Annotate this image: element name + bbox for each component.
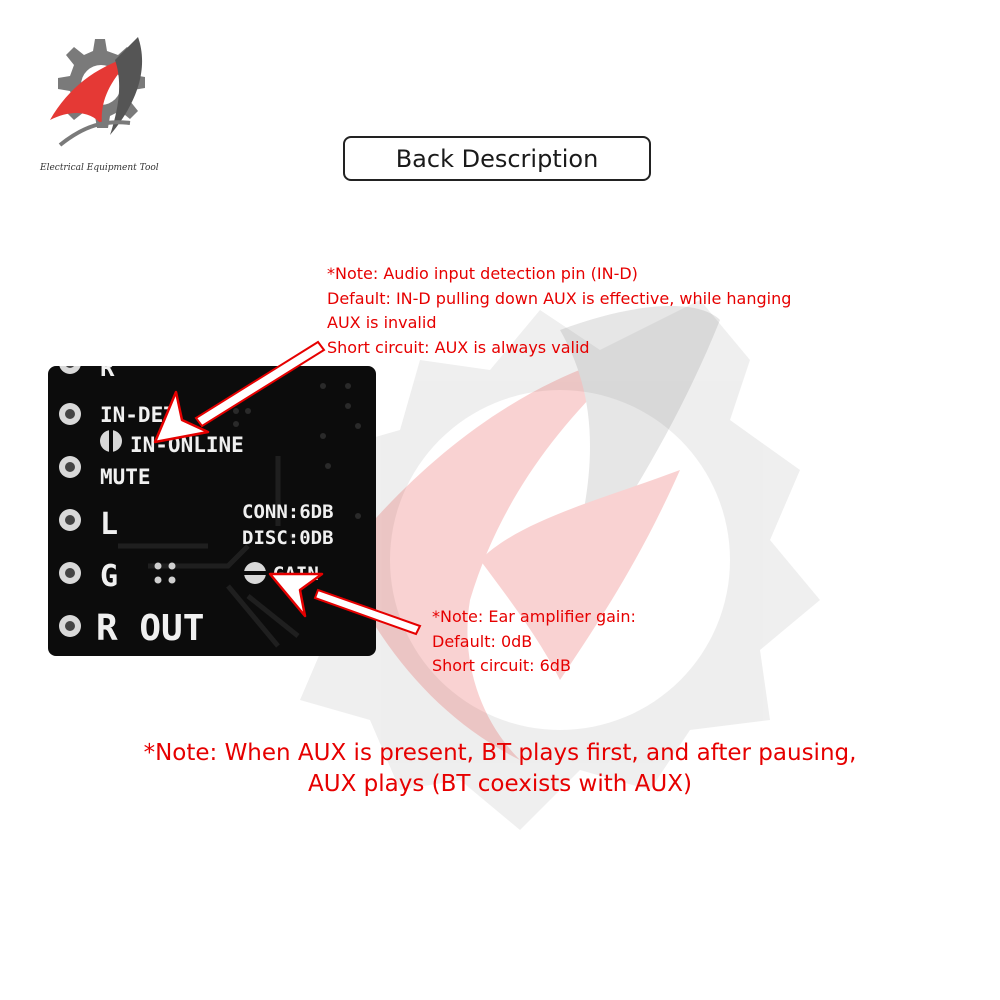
conn-gain-label: CONN:6DB [242,501,334,523]
pin-label-g: G [100,559,118,594]
note-line: *Note: Audio input detection pin (IN-D) [327,264,638,283]
note-aux-bt: *Note: When AUX is present, BT plays fir… [100,738,900,800]
pin-label-in-online: IN-ONLINE [130,433,244,457]
disc-gain-label: DISC:0DB [242,527,334,549]
note-line: *Note: Ear amplifier gain: [432,607,636,626]
pin-label-r-out: R OUT [96,608,204,649]
pin-pad [59,403,81,425]
pin-pad [59,366,81,374]
pcb-board: R IN-DET IN-ONLINE MUTE L G R OUT CONN:6… [48,366,376,656]
pin-label-in-det: IN-DET [100,403,176,427]
note-line: Short circuit: AUX is always valid [327,337,590,357]
gain-jumper [242,562,268,584]
note-line: AUX plays (BT coexists with AUX) [308,771,692,797]
pin-label-r-top: R [100,366,115,382]
page-title: Back Description [343,136,651,181]
note-in-detect: *Note: Audio input detection pin (IN-D) … [327,262,791,360]
pin-label-l: L [100,507,118,542]
logo-caption: Electrical Equipment Tool [40,163,159,173]
pin-label-mute: MUTE [100,465,151,489]
gear-bolt-logo-icon [50,37,145,147]
pin-pads [59,366,81,637]
pin-pad [59,615,81,637]
pin-pad [59,456,81,478]
note-line: *Note: When AUX is present, BT plays fir… [143,740,857,766]
pin-pad [59,562,81,584]
note-line: Default: IN-D pulling down AUX is effect… [327,288,792,308]
note-gain: *Note: Ear amplifier gain: Default: 0dB … [432,605,636,679]
pin-pad [59,509,81,531]
in-det-jumper [100,428,122,454]
note-line: Default: 0dB [432,631,533,651]
note-line: AUX is invalid [327,313,437,332]
note-line: Short circuit: 6dB [432,656,571,675]
gain-label: GAIN [273,563,319,585]
